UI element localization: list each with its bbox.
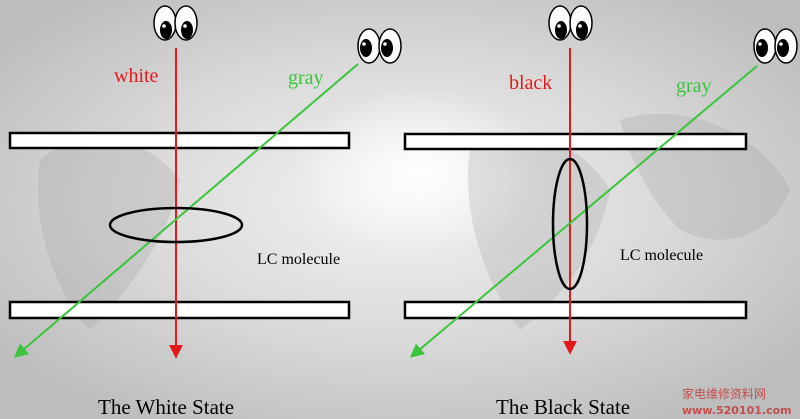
lc-molecule-vertical: [551, 157, 589, 291]
vertical-ray-label: white: [114, 65, 159, 87]
state-caption: The White State: [98, 395, 234, 419]
diagonal-ray-label: gray: [676, 75, 712, 97]
watermark-url: www.520101.com: [682, 404, 792, 417]
lc-molecule-horizontal: [108, 206, 244, 244]
watermark-title: 家电维修资料网: [682, 386, 766, 401]
watermark: 家电维修资料网 www.520101.com: [682, 386, 792, 417]
eyes-icon: [753, 28, 798, 64]
bottom-polarizer-plate: [403, 300, 748, 320]
state-caption: The Black State: [496, 395, 630, 419]
lc-molecule-label: LC molecule: [257, 251, 340, 268]
diagonal-ray-label: gray: [288, 67, 324, 89]
eyes-icon: [153, 5, 198, 41]
diagonal-light-ray: [13, 63, 359, 358]
bottom-polarizer-plate: [8, 300, 351, 320]
diagonal-light-ray: [409, 65, 758, 358]
top-polarizer-plate: [403, 132, 748, 151]
panel-white-state: white gray LC molecule The White State: [8, 5, 402, 419]
eyes-icon: [548, 5, 593, 41]
lc-molecule-label: LC molecule: [620, 247, 703, 264]
top-polarizer-plate: [8, 131, 351, 150]
vertical-ray-label: black: [509, 72, 552, 94]
eyes-icon: [357, 28, 402, 64]
panel-black-state: black gray LC molecule The Black State: [403, 5, 798, 419]
